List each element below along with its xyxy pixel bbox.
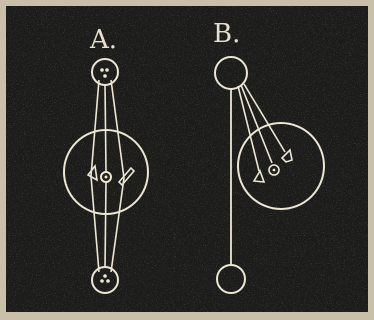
panel-b-label: B. bbox=[213, 19, 240, 49]
panel-a-label: A. bbox=[89, 25, 117, 55]
background-grain bbox=[6, 6, 368, 312]
